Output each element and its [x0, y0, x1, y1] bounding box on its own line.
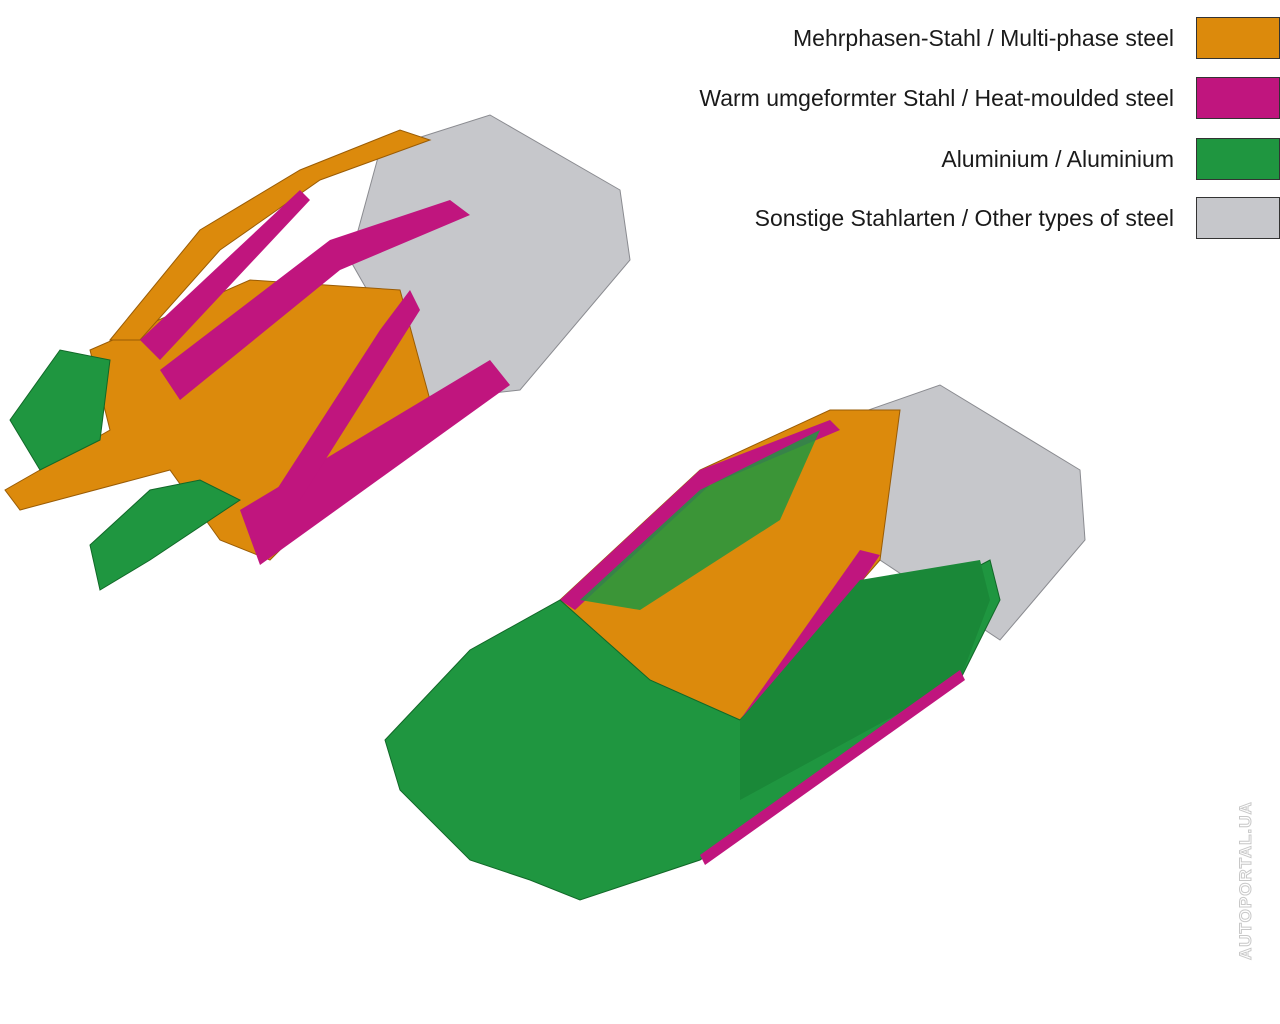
legend-swatch: [1196, 138, 1280, 180]
legend-item-multiphase-steel: Mehrphasen-Stahl / Multi-phase steel: [793, 16, 1280, 60]
legend-label: Sonstige Stahlarten / Other types of ste…: [754, 204, 1174, 231]
legend-swatch: [1196, 17, 1280, 59]
roof-frame-multiphase-steel: [108, 129, 432, 341]
tunnel-heat-moulded-steel: [160, 200, 470, 400]
sill-heat-moulded-steel: [240, 360, 510, 565]
legend-swatch: [1196, 197, 1280, 239]
legend-swatch: [1196, 77, 1280, 119]
legend-label: Aluminium / Aluminium: [941, 145, 1174, 172]
strut-aluminium: [89, 479, 241, 591]
legend-item-heat-moulded-steel: Warm umgeformter Stahl / Heat-moulded st…: [699, 76, 1280, 120]
front-aluminium: [9, 349, 111, 471]
legend-item-aluminium: Aluminium / Aluminium: [941, 137, 1280, 181]
b-pillar-heat-moulded-steel: [270, 290, 420, 500]
body-in-white: [4, 114, 631, 591]
a-pillar-heat-moulded-steel: [140, 190, 310, 360]
legend-item-other-steel: Sonstige Stahlarten / Other types of ste…: [755, 196, 1280, 240]
sill-heat-moulded-2: [700, 670, 965, 865]
interior-aluminium: [580, 430, 820, 610]
legend-label: Mehrphasen-Stahl / Multi-phase steel: [793, 24, 1174, 51]
door-aluminium: [740, 560, 990, 800]
rear-structure-other-steel: [349, 114, 631, 401]
watermark: AUTOPORTAL.UA: [1236, 801, 1256, 961]
complete-body: [384, 384, 1086, 901]
legend-label: Warm umgeformter Stahl / Heat-moulded st…: [699, 84, 1174, 111]
